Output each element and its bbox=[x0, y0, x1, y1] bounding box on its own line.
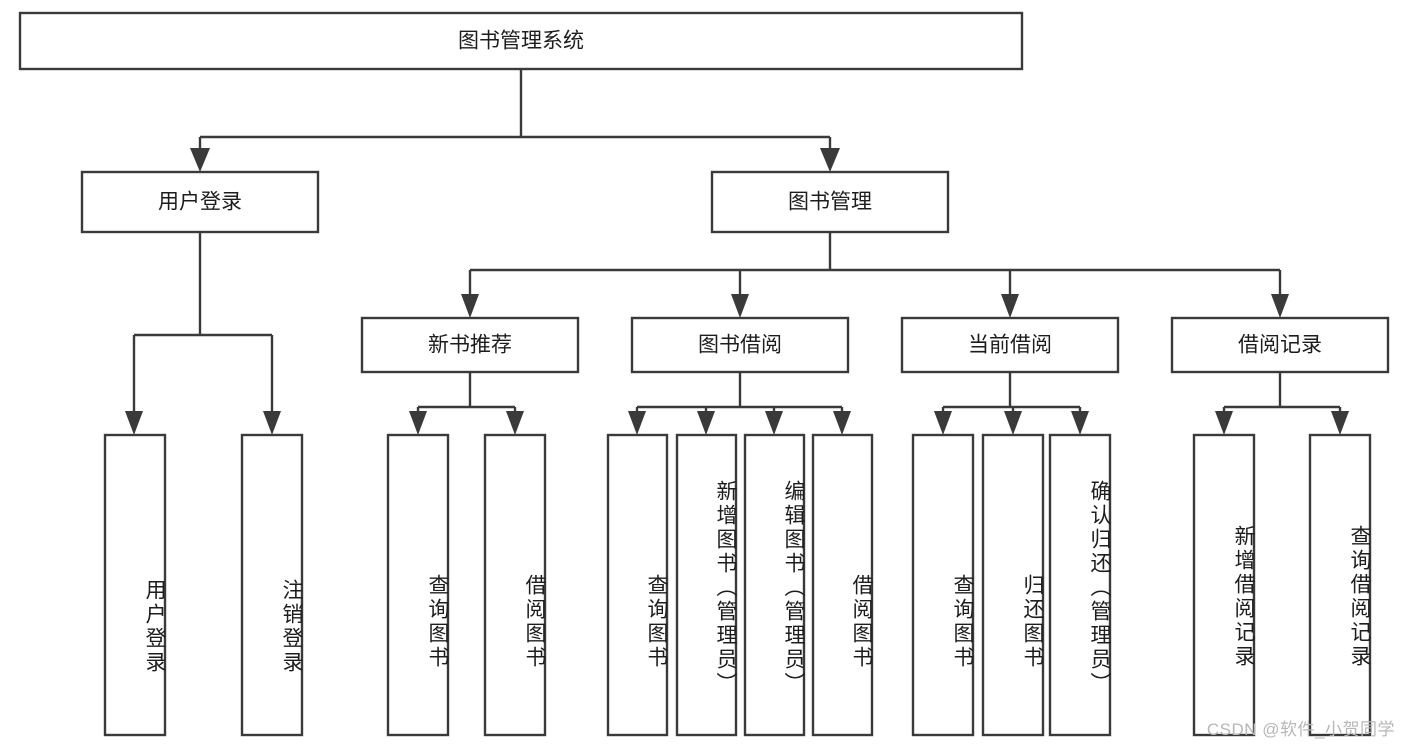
arrow-head-nb-borrow-books bbox=[506, 411, 524, 435]
arrow-head-rec-query-record bbox=[1331, 411, 1349, 435]
node-user-login[interactable]: 用户登录 bbox=[80, 170, 320, 234]
node-borrow-records[interactable]: 借阅记录 bbox=[1170, 316, 1390, 374]
arrow-head-new-books bbox=[461, 294, 479, 318]
connector-group-current-borrow-children bbox=[934, 372, 1089, 435]
leaf-box-rec-add-record[interactable] bbox=[1192, 433, 1256, 737]
leaf-box-bb-edit-book[interactable] bbox=[743, 433, 806, 737]
leaf-box-bb-borrow-book[interactable] bbox=[811, 433, 874, 737]
connector-group-new-books-children bbox=[409, 372, 524, 435]
node-borrow-records-box[interactable] bbox=[1170, 316, 1390, 374]
arrow-head-cb-return-book bbox=[1004, 411, 1022, 435]
arrow-head-borrow-records bbox=[1271, 294, 1289, 318]
arrow-head-leaf-user-login bbox=[125, 411, 143, 435]
node-user-login-label: 用户登录 bbox=[158, 191, 242, 214]
connector-group-root-to-level2 bbox=[190, 69, 840, 172]
csdn-watermark: CSDN @软件_小贺同学 bbox=[1206, 720, 1395, 739]
leaf-box-user-login[interactable] bbox=[103, 433, 167, 737]
node-book-borrow-label: 图书借阅 bbox=[698, 334, 782, 357]
connector-group-records-children bbox=[1215, 372, 1349, 435]
leaf-box-logout[interactable] bbox=[240, 433, 304, 737]
node-root-box[interactable] bbox=[18, 11, 1024, 71]
arrow-head-bb-borrow-book bbox=[833, 411, 851, 435]
leaf-box-rec-query-record[interactable] bbox=[1308, 433, 1372, 737]
node-current-borrow-label: 当前借阅 bbox=[968, 334, 1052, 357]
leaf-box-bb-add-book[interactable] bbox=[675, 433, 738, 737]
arrow-head-user-login bbox=[190, 148, 210, 172]
leaf-box-cb-return-book[interactable] bbox=[981, 433, 1045, 737]
leaf-box-bb-query-books[interactable] bbox=[606, 433, 669, 737]
arrow-head-leaf-logout bbox=[263, 411, 281, 435]
arrow-head-book-mgmt bbox=[820, 148, 840, 172]
leaf-box-cb-confirm-return[interactable] bbox=[1048, 433, 1112, 737]
node-root[interactable]: 图书管理系统 bbox=[18, 11, 1024, 71]
node-current-borrow-box[interactable] bbox=[900, 316, 1120, 374]
node-root-label: 图书管理系统 bbox=[458, 30, 584, 53]
node-book-management-label: 图书管理 bbox=[788, 191, 872, 214]
leaf-box-nb-query-books[interactable] bbox=[386, 433, 450, 737]
arrow-head-bb-edit-book bbox=[765, 411, 783, 435]
arrow-head-cb-confirm-return bbox=[1071, 411, 1089, 435]
node-current-borrow[interactable]: 当前借阅 bbox=[900, 316, 1120, 374]
arrow-head-nb-query-books bbox=[409, 411, 427, 435]
connector-group-user-login-children bbox=[125, 232, 281, 435]
arrow-head-rec-add-record bbox=[1215, 411, 1233, 435]
node-book-borrow-box[interactable] bbox=[630, 316, 850, 374]
arrow-head-bb-add-book bbox=[697, 411, 715, 435]
leaf-boxes-group bbox=[103, 433, 1372, 737]
node-new-book-recommend[interactable]: 新书推荐 bbox=[360, 316, 580, 374]
arrow-head-bb-query-books bbox=[628, 411, 646, 435]
arrow-head-cb-query-books bbox=[934, 411, 952, 435]
connector-group-book-mgmt-children bbox=[461, 232, 1289, 318]
arrow-head-current-borrow bbox=[1001, 294, 1019, 318]
node-user-login-box[interactable] bbox=[80, 170, 320, 234]
node-book-management-box[interactable] bbox=[710, 170, 950, 234]
node-new-book-recommend-label: 新书推荐 bbox=[428, 334, 512, 357]
node-book-management[interactable]: 图书管理 bbox=[710, 170, 950, 234]
node-book-borrow[interactable]: 图书借阅 bbox=[630, 316, 850, 374]
node-new-book-recommend-box[interactable] bbox=[360, 316, 580, 374]
node-borrow-records-label: 借阅记录 bbox=[1238, 334, 1322, 357]
connector-group-borrow-children bbox=[628, 372, 851, 435]
arrow-head-borrow bbox=[731, 294, 749, 318]
leaf-box-cb-query-books[interactable] bbox=[911, 433, 975, 737]
leaf-box-nb-borrow-books[interactable] bbox=[483, 433, 547, 737]
